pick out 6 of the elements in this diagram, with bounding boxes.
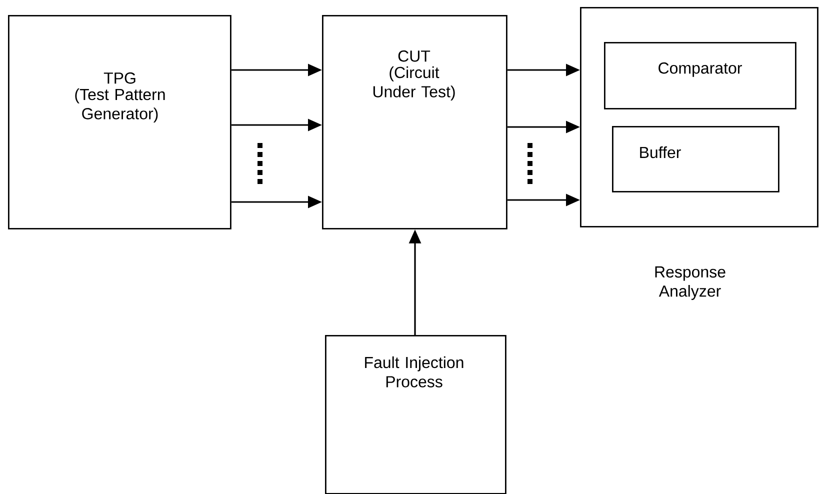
process-box: TPG (Test Pattern Generator) (8, 15, 232, 230)
process-box: CUT (Circuit Under Test) (322, 15, 508, 230)
process-box: Comparator (604, 42, 796, 110)
process-box: Fault Injection Process (325, 335, 506, 494)
node-label: Response Analyzer (655, 266, 726, 300)
process-box: Buffer (612, 126, 780, 192)
